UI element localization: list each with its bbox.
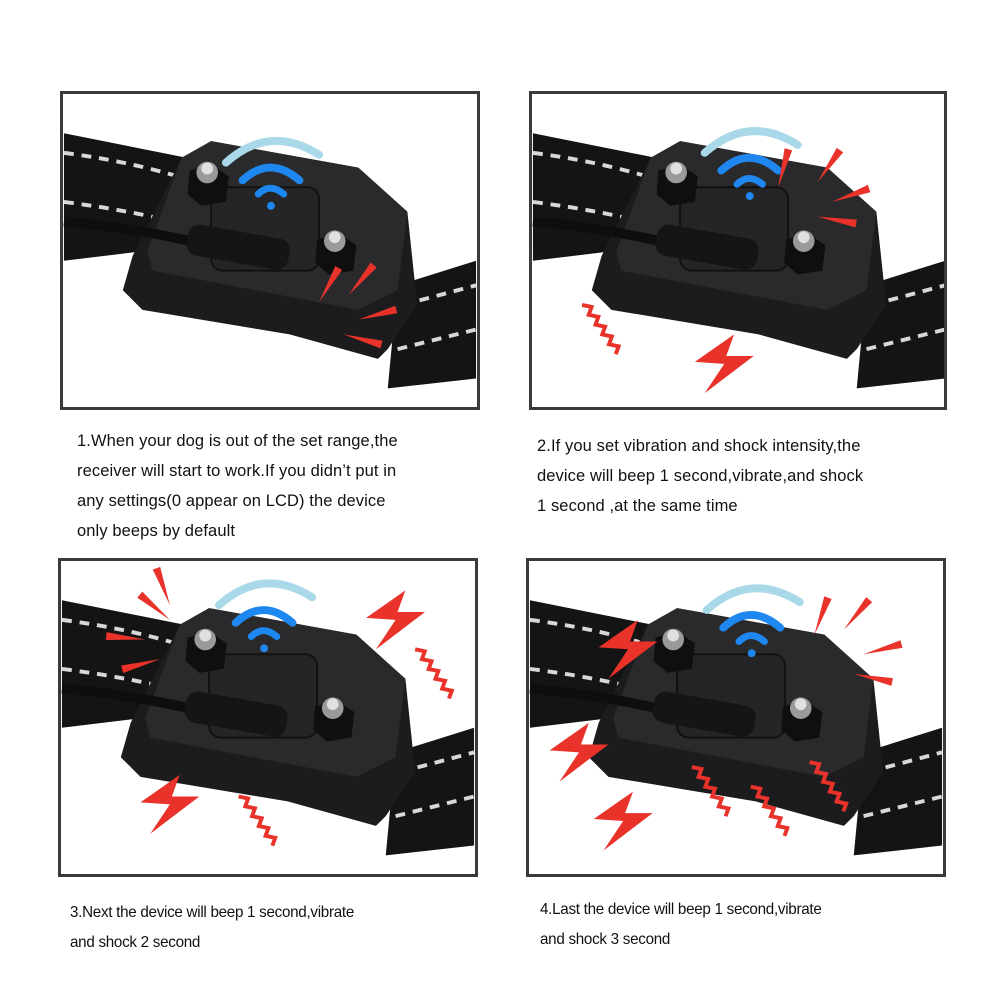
caption-line: receiver will start to work.If you didn’… xyxy=(77,462,397,480)
caption-line: device will beep 1 second,vibrate,and sh… xyxy=(537,467,864,485)
panel-2-beep-vibrate-shock-1s xyxy=(529,91,947,410)
caption-line: 2.If you set vibration and shock intensi… xyxy=(537,437,861,455)
shock-bolt-icon xyxy=(366,590,425,650)
vibration-zigzag-icon xyxy=(236,787,280,852)
shock-bolt-icon xyxy=(694,334,754,394)
collar-receiver-image xyxy=(532,94,944,394)
caption-line: and shock 2 second xyxy=(70,934,201,951)
caption-4: 4.Last the device will beep 1 second,vib… xyxy=(540,895,822,955)
panel-4-beep-vibrate-shock-3s xyxy=(526,558,946,877)
caption-1: 1.When your dog is out of the set range,… xyxy=(77,426,398,546)
collar-receiver-image xyxy=(63,94,477,407)
panel-1-beep xyxy=(60,91,480,410)
caption-line: and shock 3 second xyxy=(540,931,671,948)
panel-3-beep-vibrate-shock-2s xyxy=(58,558,478,877)
collar-receiver-image xyxy=(61,566,475,874)
caption-line: 1 second ,at the same time xyxy=(537,497,738,515)
caption-line: 1.When your dog is out of the set range,… xyxy=(77,432,398,450)
caption-2: 2.If you set vibration and shock intensi… xyxy=(537,431,863,521)
collar-receiver-image xyxy=(529,561,943,874)
vibration-zigzag-icon xyxy=(413,640,457,705)
caption-line: 4.Last the device will beep 1 second,vib… xyxy=(540,901,822,918)
caption-line: any settings(0 appear on LCD) the device xyxy=(77,492,386,510)
caption-line: only beeps by default xyxy=(77,522,236,540)
shock-bolt-icon xyxy=(593,791,653,851)
caption-3: 3.Next the device will beep 1 second,vib… xyxy=(70,898,354,958)
caption-line: 3.Next the device will beep 1 second,vib… xyxy=(70,904,355,921)
